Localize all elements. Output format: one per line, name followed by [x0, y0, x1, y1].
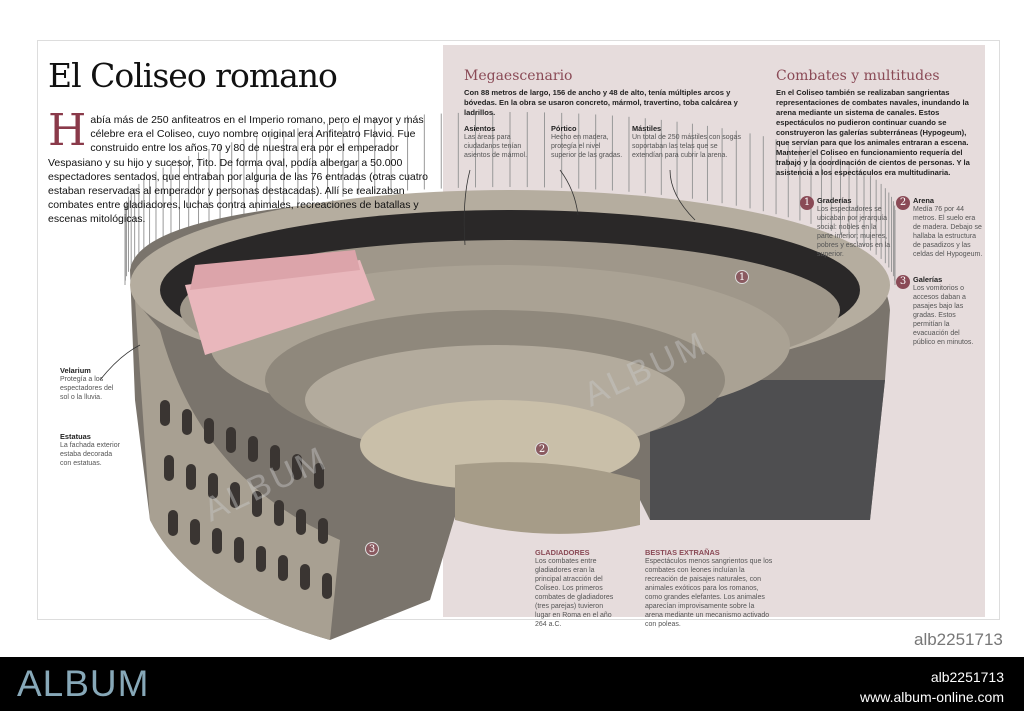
note-title: Galerías	[913, 275, 943, 284]
arch	[190, 519, 200, 545]
arch	[292, 454, 302, 480]
arch	[160, 400, 170, 426]
cutaway-section	[650, 380, 885, 520]
arch	[164, 455, 174, 481]
arch	[274, 500, 284, 526]
hypogeum	[455, 462, 640, 534]
arch	[318, 518, 328, 544]
number-badge: 2	[896, 196, 910, 210]
arch	[256, 546, 266, 572]
arch	[300, 564, 310, 590]
arch	[212, 528, 222, 554]
note-title: Gladiadores	[535, 548, 590, 557]
footer-id: alb2251713	[930, 669, 1004, 685]
marker-2: 2	[535, 442, 549, 456]
megaescenario-title: Megaescenario	[464, 68, 573, 84]
note-title: Arena	[913, 196, 934, 205]
colosseum-illustration	[99, 112, 896, 640]
combates-text: En el Coliseo también se realizaban sang…	[776, 88, 970, 177]
arch	[226, 427, 236, 453]
note-text: Los combates entre gladiadores eran la p…	[535, 558, 614, 628]
album-logo[interactable]: ALBUM	[17, 663, 150, 704]
arch	[230, 482, 240, 508]
note-text: Los vomitorios o accesos daban a pasajes…	[913, 285, 974, 346]
note-title: Bestias extrañas	[645, 548, 720, 557]
arch	[322, 573, 332, 599]
number-badge: 3	[896, 275, 910, 289]
arch	[252, 491, 262, 517]
note-title: Graderías	[817, 196, 852, 205]
intro-body: abía más de 250 anfiteatros en el Imperi…	[48, 114, 429, 226]
facade	[135, 300, 340, 640]
arch	[270, 445, 280, 471]
page-title: El Coliseo romano	[48, 56, 338, 95]
arch	[168, 510, 178, 536]
label-title: Mástiles	[632, 124, 662, 133]
label-text: La fachada exterior estaba decorada con …	[60, 442, 120, 467]
image-code: alb2251713	[914, 630, 1003, 649]
note-bestias: Bestias extrañasEspectáculos menos sangr…	[645, 548, 773, 629]
note-gladiadores: GladiadoresLos combates entre gladiadore…	[535, 548, 619, 629]
arch	[278, 555, 288, 581]
label-title: Pórtico	[551, 124, 577, 133]
arch	[186, 464, 196, 490]
masts	[124, 112, 896, 285]
arches	[160, 400, 332, 599]
label-text: Un total de 250 mástiles con sogas sopor…	[632, 134, 741, 159]
arch	[314, 463, 324, 489]
velarium	[190, 250, 360, 290]
label-text: Hecho en madera, protegía el nivel super…	[551, 134, 623, 159]
note-text: Espectáculos menos sangrientos que los c…	[645, 558, 773, 628]
label-text: Las áreas para ciudadanos tenían asiento…	[464, 134, 528, 159]
footer-bar: ALBUM alb2251713 www.album-online.com	[0, 657, 1024, 711]
label-text: Protegía a los espectadores del sol o la…	[60, 376, 114, 401]
dropcap: H	[48, 105, 87, 156]
megaescenario-text: Con 88 metros de largo, 156 de ancho y 4…	[464, 88, 738, 117]
arch	[296, 509, 306, 535]
arch	[248, 436, 258, 462]
label-title: Estatuas	[60, 432, 91, 441]
note-text: Medía 76 por 44 metros. El suelo era de …	[913, 206, 983, 258]
marker-3: 3	[365, 542, 379, 556]
marker-1: 1	[735, 270, 749, 284]
note-text: Los espectadores se ubicaban por jerarqu…	[817, 206, 891, 258]
arch	[208, 473, 218, 499]
arch	[182, 409, 192, 435]
footer-url[interactable]: www.album-online.com	[860, 689, 1004, 705]
number-badge: 1	[800, 196, 814, 210]
arch	[234, 537, 244, 563]
label-title: Velarium	[60, 366, 91, 375]
arch	[204, 418, 214, 444]
label-title: Asientos	[464, 124, 496, 133]
annotation-lines	[99, 169, 696, 381]
combates-title: Combates y multitudes	[776, 68, 940, 84]
